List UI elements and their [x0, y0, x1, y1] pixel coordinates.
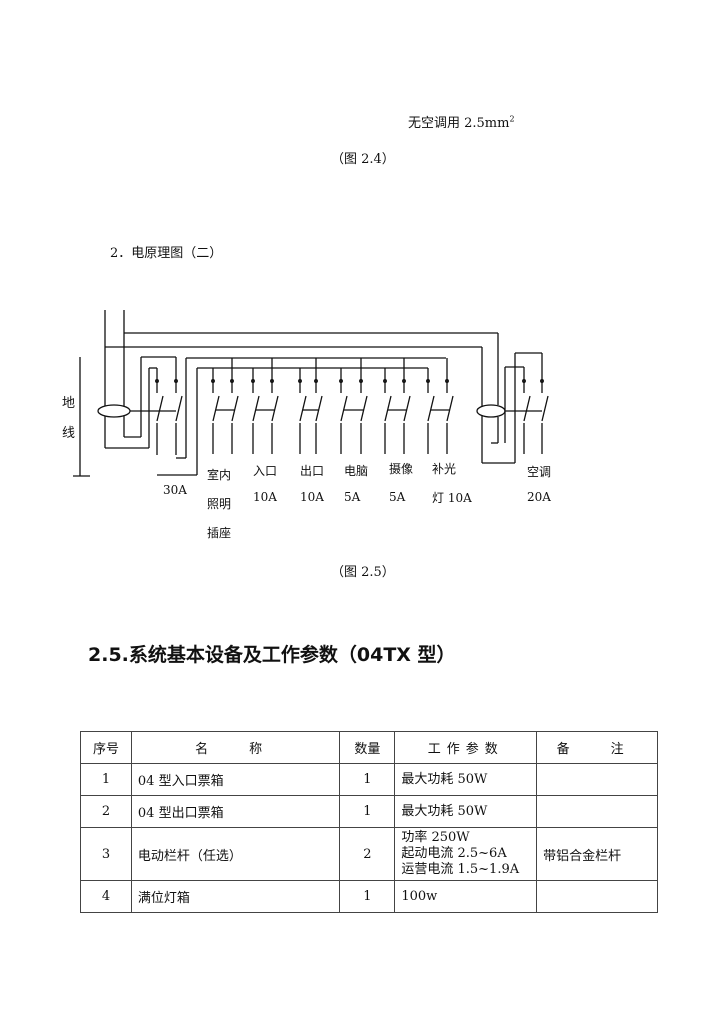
branch-rating-ac: 20A — [527, 490, 551, 504]
terminal-icon — [211, 379, 215, 383]
param-line: 运营电流 1.5~1.9A — [401, 862, 520, 877]
branch-name-indoor-2: 照明 — [207, 497, 232, 511]
cell-no: 2 — [80, 795, 132, 828]
terminal-icon — [359, 379, 363, 383]
param-line: 功率 250W — [401, 830, 470, 845]
cell-no: 4 — [80, 880, 132, 913]
cell-qty: 1 — [339, 763, 396, 796]
param-line: 最大功耗 50W — [401, 771, 488, 787]
branch-name-entry: 入口 — [253, 464, 278, 478]
branch-rating-exit: 10A — [300, 490, 324, 504]
branch-rating-computer: 5A — [344, 490, 361, 504]
top-note-sup: 2 — [509, 114, 515, 124]
section-title: 2．电原理图（二） — [110, 246, 223, 261]
breaker-exit-contact — [299, 395, 307, 422]
branch-name-exit: 出口 — [300, 464, 325, 478]
branch-name-indoor-1: 室内 — [207, 468, 232, 482]
top-note: 无空调用 2.5mm2 — [408, 112, 515, 131]
breaker-30a-contact — [175, 395, 183, 422]
header-note: 备 注 — [536, 731, 658, 764]
cell-name: 满位灯箱 — [130, 880, 341, 913]
top-note-text: 无空调用 2.5mm — [408, 116, 510, 131]
branch-rating-entry: 10A — [253, 490, 277, 504]
breaker-indoor-contact — [212, 395, 220, 422]
header-qty: 数量 — [339, 731, 396, 764]
breaker-30a-contact — [156, 395, 164, 422]
breaker-exit-contact — [315, 395, 323, 422]
terminal-icon — [155, 379, 159, 383]
breaker-computer-contact — [340, 395, 348, 422]
terminal-icon — [251, 379, 255, 383]
breaker-camera-contact — [384, 395, 392, 422]
terminal-icon — [426, 379, 430, 383]
cell-name: 04 型出口票箱 — [130, 795, 341, 828]
fig-2-5-caption: （图 2.5） — [331, 565, 395, 580]
cell-name: 电动栏杆（任选） — [130, 827, 341, 881]
ground-label-2: 线 — [62, 426, 76, 441]
branch-rating-30a: 30A — [163, 483, 187, 497]
ground-label-1: 地 — [62, 396, 76, 411]
branch-rating-fill-light: 灯 10A — [432, 491, 472, 505]
cell-qty: 2 — [339, 827, 396, 881]
branch-name-fill-light: 补光 — [432, 462, 457, 476]
cell-qty: 1 — [339, 795, 396, 828]
breaker-fill-light-contact — [446, 395, 454, 422]
breaker-computer-contact — [360, 395, 368, 422]
cell-params: 最大功耗 50W — [394, 795, 538, 828]
breaker-ac-contact — [523, 395, 531, 422]
breaker-camera-contact — [403, 395, 411, 422]
breaker-fill-light-contact — [427, 395, 435, 422]
cell-qty: 1 — [339, 880, 396, 913]
branch-name-indoor-3: 插座 — [207, 526, 232, 540]
param-line: 起动电流 2.5~6A — [401, 846, 507, 861]
cell-no: 3 — [80, 827, 132, 881]
breaker-ac-contact — [541, 395, 549, 422]
terminal-icon — [339, 379, 343, 383]
cell-note — [536, 763, 658, 796]
cell-note: 带铝合金栏杆 — [536, 827, 658, 881]
table-header-row: 序号 名 称 数量 工作参数 备 注 — [80, 731, 658, 764]
circuit-diagram — [73, 310, 549, 477]
terminal-icon — [445, 379, 449, 383]
cell-name: 04 型入口票箱 — [130, 763, 341, 796]
header-name: 名 称 — [130, 731, 341, 764]
terminal-icon — [383, 379, 387, 383]
terminal-icon — [230, 379, 234, 383]
header-no: 序号 — [80, 731, 132, 764]
cell-note — [536, 880, 658, 913]
terminal-icon — [402, 379, 406, 383]
fig-2-4-caption: （图 2.4） — [331, 152, 395, 167]
branch-name-camera: 摄像 — [389, 462, 414, 476]
branch-name-computer: 电脑 — [344, 464, 369, 478]
branch-rating-camera: 5A — [389, 490, 406, 504]
cell-params: 100w — [394, 880, 538, 913]
breaker-entry-contact — [252, 395, 260, 422]
terminal-icon — [298, 379, 302, 383]
section-heading: 2.5.系统基本设备及工作参数（04TX 型） — [88, 644, 456, 666]
branch-name-ac: 空调 — [527, 465, 552, 479]
terminal-icon — [314, 379, 318, 383]
header-params: 工作参数 — [394, 731, 538, 764]
cell-params: 最大功耗 50W — [394, 763, 538, 796]
terminal-icon — [522, 379, 526, 383]
cell-no: 1 — [80, 763, 132, 796]
breaker-entry-contact — [271, 395, 279, 422]
terminal-icon — [174, 379, 178, 383]
terminal-icon — [270, 379, 274, 383]
param-line: 最大功耗 50W — [401, 803, 488, 819]
terminal-icon — [540, 379, 544, 383]
breaker-indoor-contact — [231, 395, 239, 422]
param-line: 100w — [401, 888, 438, 904]
cell-note — [536, 795, 658, 828]
